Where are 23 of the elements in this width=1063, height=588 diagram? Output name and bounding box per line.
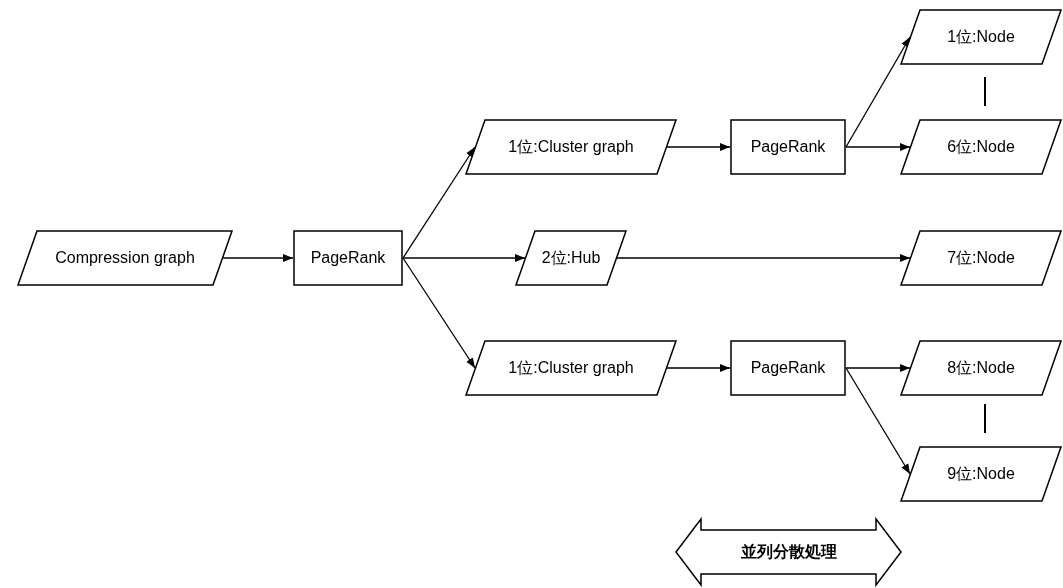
arrow <box>402 257 476 369</box>
data-parallelogram: 2位:Hub <box>515 230 627 286</box>
arrow <box>845 36 911 148</box>
arrow <box>402 254 526 262</box>
data-parallelogram: 1位:Cluster graph <box>465 119 677 175</box>
arrow <box>845 367 911 475</box>
arrow <box>616 254 911 262</box>
double-arrow-shape: 並列分散処理 <box>675 518 902 586</box>
process-box: PageRank <box>293 230 403 286</box>
arrow <box>845 143 911 151</box>
arrow <box>666 364 731 372</box>
process-box: PageRank <box>730 340 846 396</box>
data-parallelogram: 9位:Node <box>900 446 1062 502</box>
data-parallelogram: 7位:Node <box>900 230 1062 286</box>
data-parallelogram: 1位:Node <box>900 9 1062 65</box>
data-parallelogram: 6位:Node <box>900 119 1062 175</box>
data-parallelogram: Compression graph <box>17 230 233 286</box>
arrow <box>222 254 294 262</box>
arrow <box>666 143 731 151</box>
data-parallelogram: 8位:Node <box>900 340 1062 396</box>
process-box: PageRank <box>730 119 846 175</box>
arrow <box>845 364 911 372</box>
data-parallelogram: 1位:Cluster graph <box>465 340 677 396</box>
